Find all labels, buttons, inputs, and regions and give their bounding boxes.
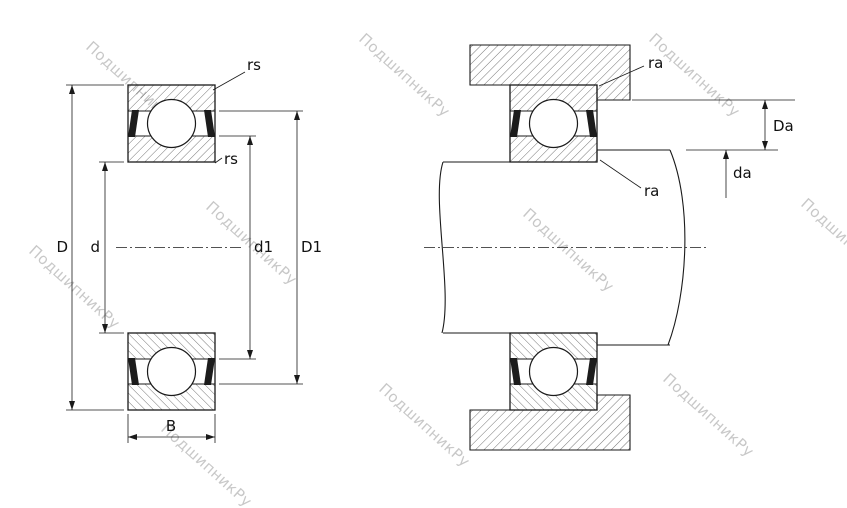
watermark-text: ПодшипникРу <box>355 30 453 121</box>
dim-label-D: D <box>56 238 68 256</box>
dim-label-d1: d1 <box>254 238 273 256</box>
fillet-radius-ra-outer: ra <box>598 54 663 87</box>
shaft-break-right <box>667 149 686 346</box>
watermark-text: ПодшипникРу <box>519 205 617 296</box>
watermark-text: ПодшипникРу <box>25 242 123 333</box>
fillet-label-rs-inner: rs <box>224 150 238 168</box>
bearing-cross-section-bottom <box>127 332 216 411</box>
dim-label-da: da <box>733 164 752 182</box>
fillet-label-ra-outer: ra <box>648 54 663 72</box>
fillet-label-ra-inner: ra <box>644 182 659 200</box>
fillet-radius-ra-inner: ra <box>599 159 659 200</box>
fillet-radius-rs-inner: rs <box>214 150 238 168</box>
dim-label-Da: Da <box>773 117 794 135</box>
watermark-text: ПодшипникРу <box>375 380 473 471</box>
dim-label-B: B <box>166 417 176 435</box>
dimension-d: d <box>90 161 124 334</box>
mounted-bearing-top <box>509 84 598 163</box>
bearing-mounting-view: ra ra Da da <box>424 44 795 451</box>
dimension-D: D <box>56 84 124 411</box>
dim-label-d: d <box>90 238 100 256</box>
dimension-Da: Da <box>632 99 795 151</box>
dimension-D1: D1 <box>219 110 322 385</box>
watermark-text: ПодшипникРу <box>645 30 743 121</box>
shaft <box>438 149 686 346</box>
watermark-text: ПодшипникРу <box>659 370 757 461</box>
fillet-radius-rs-outer: rs <box>212 56 261 91</box>
bearing-section-view: D d d1 D1 <box>56 56 322 443</box>
dimension-B: B <box>127 414 216 443</box>
dimension-d1: d1 <box>219 135 273 360</box>
shaft-break-left <box>438 161 446 334</box>
dimension-da: da <box>723 150 752 198</box>
watermark-text: ПодшипникРу <box>797 195 847 286</box>
mounted-bearing-bottom <box>509 332 598 411</box>
fillet-label-rs-outer: rs <box>247 56 261 74</box>
bearing-cross-section-top <box>127 84 216 163</box>
dim-label-D1: D1 <box>301 238 322 256</box>
watermark-text: ПодшипникРу <box>202 198 300 289</box>
